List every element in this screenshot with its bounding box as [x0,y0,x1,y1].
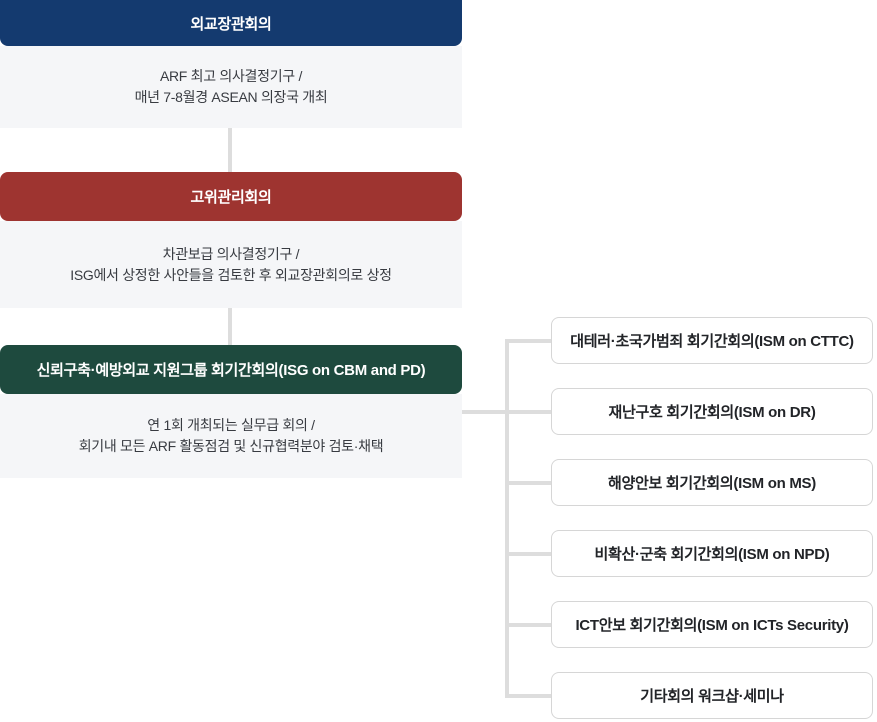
connector-vertical-1 [228,128,232,172]
connector-vertical-spine [505,339,509,698]
level-3-description: 연 1회 개최되는 실무급 회의 / 회기내 모든 ARF 활동점검 및 신규협… [0,394,462,478]
ism-box-ms: 해양안보 회기간회의(ISM on MS) [551,459,873,506]
ism-box-ms-label: 해양안보 회기간회의(ISM on MS) [608,475,816,492]
level-3-header-box: 신뢰구축·예방외교 지원그룹 회기간회의(ISG on CBM and PD) [0,345,462,394]
ism-box-icts-security-label: ICT안보 회기간회의(ISM on ICTs Security) [575,617,849,634]
level-2-header-box: 고위관리회의 [0,172,462,221]
ism-box-npd-label: 비확산·군축 회기간회의(ISM on NPD) [594,546,830,563]
level-2-description: 차관보급 의사결정기구 / ISG에서 상정한 사안들을 검토한 후 외교장관회… [0,221,462,308]
connector-stub-5 [509,623,551,627]
ism-box-dr: 재난구호 회기간회의(ISM on DR) [551,388,873,435]
level-1-title: 외교장관회의 [190,15,272,33]
level-1-header-box: 외교장관회의 [0,0,462,46]
level-1-desc-line-2: 매년 7-8월경 ASEAN 의장국 개최 [134,89,328,105]
level-2-title: 고위관리회의 [190,189,272,206]
connector-stub-6 [509,694,551,698]
level-2-desc-line-1: 차관보급 의사결정기구 / [162,245,300,262]
ism-box-cttc-label: 대테러·초국가범죄 회기간회의(ISM on CTTC) [570,333,854,350]
ism-box-other-workshops-label: 기타회의 워크샵·세미나 [640,688,784,705]
ism-box-cttc: 대테러·초국가범죄 회기간회의(ISM on CTTC) [551,317,873,364]
level-3-desc-line-1: 연 1회 개최되는 실무급 회의 / [147,417,315,433]
connector-stub-3 [509,481,551,485]
level-3-title: 신뢰구축·예방외교 지원그룹 회기간회의(ISG on CBM and PD) [36,362,426,379]
connector-vertical-2 [228,308,232,345]
ism-box-npd: 비확산·군축 회기간회의(ISM on NPD) [551,530,873,577]
connector-stub-4 [509,552,551,556]
level-1-desc-line-1: ARF 최고 의사결정기구 / [159,68,303,84]
level-2-desc-line-2: ISG에서 상정한 사안들을 검토한 후 외교장관회의로 상정 [70,266,392,283]
level-3-desc-line-2: 회기내 모든 ARF 활동점검 및 신규협력분야 검토·채택 [78,438,384,454]
ism-box-other-workshops: 기타회의 워크샵·세미나 [551,672,873,719]
ism-box-icts-security: ICT안보 회기간회의(ISM on ICTs Security) [551,601,873,648]
level-1-description: ARF 최고 의사결정기구 / 매년 7-8월경 ASEAN 의장국 개최 [0,46,462,128]
connector-stub-1 [509,339,551,343]
ism-box-dr-label: 재난구호 회기간회의(ISM on DR) [608,404,816,421]
